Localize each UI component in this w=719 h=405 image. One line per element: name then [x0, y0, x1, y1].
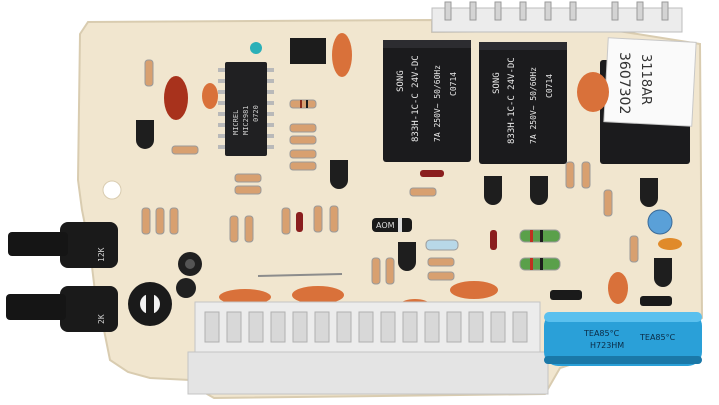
transistors [136, 120, 672, 287]
bottom-connector [187, 301, 549, 395]
part-number-sticker: 3607302 3118AR [603, 37, 697, 127]
relay-2-brand: SONG [492, 72, 502, 94]
relay-2-code: C0714 [545, 74, 554, 98]
relay-1-model: 833H-1C-C 24V-DC [411, 55, 421, 142]
resistor-color-bands [300, 100, 543, 270]
diodes: AOM [296, 170, 672, 306]
sticker-line-1: 3607302 [616, 52, 632, 114]
potentiometer-1: 12K [8, 222, 118, 268]
potentiometer-2: 2K [6, 286, 118, 332]
ic-label-line1: MICREL [232, 110, 240, 135]
ceramic-capacitors [202, 33, 628, 309]
small-electrolytics [176, 252, 202, 298]
relay-2-model: 833H-1C-C 24V-DC [507, 57, 517, 144]
bridge-chip [290, 38, 326, 64]
mounting-hole [102, 180, 122, 200]
electrolytic-capacitor: TEA85°C H723HM TEA85°C [544, 312, 702, 366]
trimmer-pot [128, 282, 172, 326]
relay-1-code: C0714 [449, 72, 458, 96]
relay-2-rating: 7A 250V~ 50/60Hz [529, 67, 538, 144]
small-blue-capacitor [250, 42, 262, 54]
electrolytic-text-2: H723HM [590, 341, 624, 350]
diode-label: AOM [376, 221, 395, 230]
tantalum-capacitor [164, 76, 188, 120]
jumper-wire [257, 273, 343, 277]
relay-1-rating: 7A 250V~ 50/60Hz [433, 65, 442, 142]
relay-1 [383, 40, 471, 162]
electrolytic-text-3: TEA85°C [639, 333, 676, 342]
relay-1-brand: SONG [396, 70, 406, 92]
pot-1-label: 12K [97, 247, 106, 262]
ic-label-line3: 0720 [252, 105, 260, 122]
electrolytic-text-1: TEA85°C [583, 329, 620, 338]
relay-2 [479, 42, 567, 164]
small-orange-cap [658, 238, 682, 250]
sticker-line-2: 3118AR [638, 54, 653, 105]
ic-label-line2: MIC2981 [242, 105, 250, 135]
pot-2-label: 2K [97, 314, 106, 324]
top-connector [431, 1, 683, 33]
ic-chip: MICREL MIC2981 0720 [218, 62, 274, 156]
trimmer-blue [647, 209, 673, 235]
